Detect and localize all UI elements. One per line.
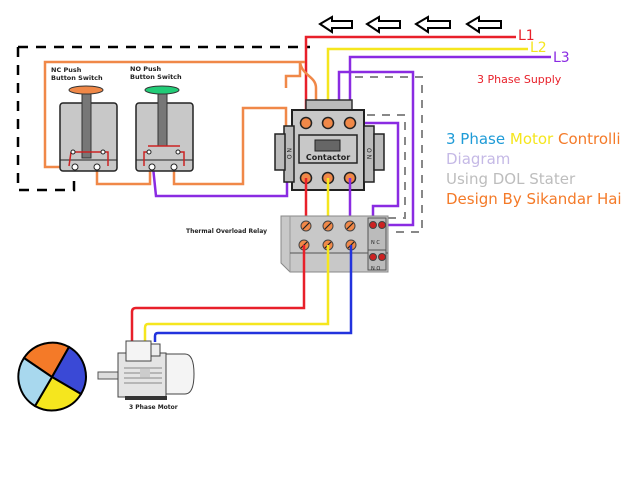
arrow-left-icon: [465, 15, 502, 34]
arrow-left-icon: [365, 15, 401, 34]
control-wire-nc-to-no: [95, 167, 152, 186]
title-line-2: Diagram: [446, 150, 511, 168]
nc-push-button[interactable]: [59, 85, 118, 172]
wire-l2: [326, 47, 528, 122]
supply-label-l2: L2: [530, 40, 547, 56]
control-wire-supply-to-nc: [43, 60, 305, 169]
supply-direction-arrows: [318, 15, 502, 34]
supply-label-l3: L3: [553, 50, 570, 66]
arrow-left-icon: [414, 15, 451, 34]
control-wire-purple-no: [151, 166, 289, 198]
diagram-title-block: 3 Phase Motor Controlli Diagram Using DO…: [446, 129, 622, 209]
motor-wire-yellow: [143, 245, 330, 342]
supply-label-l1: L1: [518, 28, 535, 44]
contactor: Contactor N O O N: [274, 99, 385, 191]
nc-button-label-1: NC Push: [51, 66, 82, 74]
phase-segment-4: [17, 356, 54, 408]
wire-l3: [348, 55, 551, 122]
no-button-label-2: Button Switch: [130, 73, 182, 81]
phase-rotation-wheel: [17, 341, 87, 412]
title-word-phase: 3 Phase: [446, 130, 510, 148]
no-button-stem: [157, 91, 168, 147]
title-line-3: Using DOL Stater: [446, 170, 576, 188]
title-word-controlling: Controlli: [558, 130, 621, 148]
contactor-right-side-block: [373, 133, 385, 171]
contactor-left-side-block: [274, 133, 286, 171]
title-line-4: Design By Sikandar Hai: [446, 190, 622, 208]
title-line-1: 3 Phase Motor Controlli: [446, 129, 622, 149]
contactor-label: Contactor: [306, 153, 350, 162]
title-word-motor: Motor: [509, 130, 558, 148]
phase-segment-2: [50, 345, 87, 396]
supply-caption: 3 Phase Supply: [477, 73, 562, 86]
motor-label: 3 Phase Motor: [129, 404, 178, 411]
contactor-right-aux-label: O N: [365, 148, 372, 159]
motor-wire-red: [130, 245, 306, 342]
control-wire-no-to-contactor: [172, 106, 288, 186]
control-wire-loop: [284, 61, 318, 100]
phase-segment-3: [33, 375, 83, 412]
contactor-terminal-l3: [343, 116, 357, 130]
wire-l1: [304, 35, 516, 122]
no-push-button[interactable]: [135, 85, 194, 172]
contactor-left-aux-label: N O: [285, 148, 292, 159]
contactor-top-terminal-strip: [305, 99, 353, 111]
phase-segment-1: [22, 341, 71, 379]
overload-nc-label: N C: [371, 240, 380, 246]
thermal-overload-relay: N C N O: [280, 215, 389, 273]
motor-wire-blue: [153, 245, 353, 342]
arrow-left-icon: [318, 15, 353, 34]
no-button-label-1: NO Push: [130, 65, 161, 73]
aux-contact-dashed-outline: [355, 76, 423, 233]
nc-button-cap: [68, 85, 104, 95]
no-button-cap: [144, 85, 180, 95]
three-phase-motor: [97, 340, 195, 400]
control-wire-purple-aux: [352, 121, 400, 222]
aux-contact-dashed-outline-inner: [367, 114, 406, 219]
overload-relay-label: Thermal Overload Relay: [186, 228, 267, 235]
nc-button-label-2: Button Switch: [51, 74, 103, 82]
contactor-terminal-l2: [321, 116, 335, 130]
nc-button-stem: [81, 91, 92, 159]
overload-no-label: N O: [371, 266, 380, 272]
contactor-indicator: [314, 139, 341, 152]
contactor-terminal-l1: [299, 116, 313, 130]
control-station-enclosure: [16, 45, 310, 192]
control-wire-purple-top: [337, 70, 415, 227]
